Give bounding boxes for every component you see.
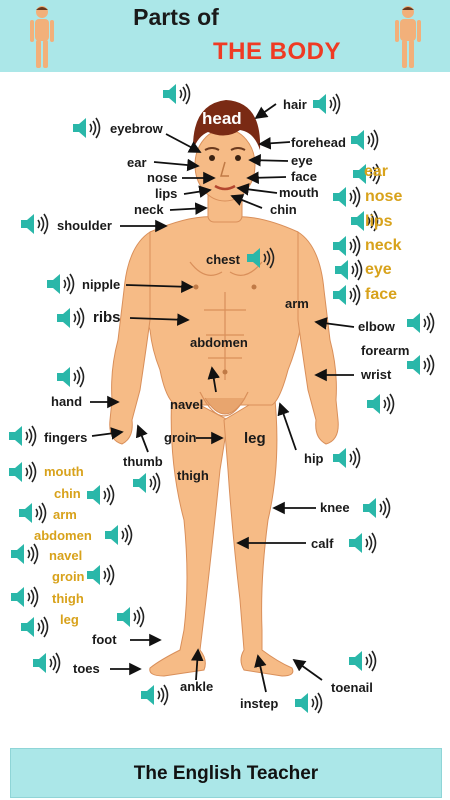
mini-figure-right-icon — [395, 6, 421, 68]
speaker-icon[interactable] — [84, 482, 118, 508]
speaker-icon[interactable] — [332, 257, 366, 283]
speaker-icon[interactable] — [310, 91, 344, 117]
speaker-icon[interactable] — [30, 650, 64, 676]
mini-figure-left-icon — [30, 6, 54, 68]
speaker-icon[interactable] — [130, 470, 164, 496]
label-toenail: toenail — [331, 680, 373, 695]
label-shoulder: shoulder — [57, 218, 112, 233]
label-eye: eye — [291, 153, 313, 168]
header-band: Parts of THE BODY — [0, 0, 450, 72]
review-left-navel: navel — [49, 548, 83, 563]
speaker-icon[interactable] — [364, 391, 398, 417]
label-head: head — [202, 109, 242, 128]
label-hip: hip — [304, 451, 324, 466]
label-neck: neck — [134, 202, 164, 217]
label-nipple: nipple — [82, 277, 121, 292]
label-abdomen: abdomen — [190, 335, 248, 350]
footer-text: The English Teacher — [133, 763, 319, 784]
speaker-icon[interactable] — [330, 445, 364, 471]
face-details — [204, 147, 246, 151]
label-lips: lips — [155, 186, 178, 201]
speaker-icon[interactable] — [8, 541, 42, 567]
label-ear: ear — [127, 155, 147, 170]
speaker-icon[interactable] — [8, 584, 42, 610]
speaker-icon[interactable] — [102, 522, 136, 548]
speaker-icon[interactable] — [350, 161, 384, 187]
label-eyebrow: eyebrow — [110, 121, 163, 136]
title-line-1: Parts of — [133, 4, 219, 30]
review-left-thigh: thigh — [52, 591, 84, 606]
review-left-chin: chin — [54, 486, 81, 501]
speaker-icon[interactable] — [360, 495, 394, 521]
label-knee: knee — [320, 500, 350, 515]
label-toes: toes — [73, 661, 100, 676]
label-fingers: fingers — [44, 430, 88, 445]
label-chin: chin — [270, 202, 297, 217]
speaker-icon[interactable] — [6, 423, 40, 449]
label-chest: chest — [206, 252, 240, 267]
review-left-mouth: mouth — [44, 464, 84, 479]
speaker-icon[interactable] — [54, 364, 88, 390]
review-left-abdomen: abdomen — [34, 528, 92, 543]
label-arm: arm — [285, 296, 309, 311]
speaker-icon[interactable] — [70, 115, 104, 141]
speaker-icon[interactable] — [54, 305, 88, 331]
review-left-groin: groin — [52, 569, 85, 584]
speaker-icon[interactable] — [404, 310, 438, 336]
review-left-arm: arm — [53, 507, 77, 522]
label-hand: hand — [51, 394, 83, 409]
speaker-icon[interactable] — [348, 208, 382, 234]
review-right-nose: nose — [365, 188, 403, 205]
speaker-icon[interactable] — [348, 127, 382, 153]
review-left-leg: leg — [60, 612, 79, 627]
label-calf: calf — [311, 536, 334, 551]
speaker-icon[interactable] — [404, 352, 438, 378]
label-forearm: forearm — [361, 343, 410, 358]
speaker-icon[interactable] — [114, 604, 148, 630]
footer-band: The English Teacher — [10, 748, 442, 798]
speaker-icon[interactable] — [330, 184, 364, 210]
label-mouth: mouth — [279, 185, 319, 200]
speaker-icon[interactable] — [6, 459, 40, 485]
label-foot: foot — [92, 632, 117, 647]
label-nose: nose — [147, 170, 178, 185]
review-right-face: face — [365, 286, 398, 303]
label-instep: instep — [240, 696, 279, 711]
label-elbow: elbow — [358, 319, 395, 334]
label-thigh: thigh — [177, 468, 209, 483]
speaker-icon[interactable] — [160, 81, 194, 107]
label-ribs: ribs — [93, 309, 121, 326]
speaker-icon[interactable] — [330, 282, 364, 308]
speaker-icon[interactable] — [44, 271, 78, 297]
speaker-icon[interactable] — [18, 211, 52, 237]
label-ankle: ankle — [180, 679, 214, 694]
speaker-icon[interactable] — [346, 530, 380, 556]
speaker-icon[interactable] — [346, 648, 380, 674]
speaker-icon[interactable] — [138, 682, 172, 708]
label-groin: groin — [164, 430, 197, 445]
label-face: face — [291, 169, 318, 184]
pointer-arrows — [90, 103, 355, 693]
review-right-lips: lips — [365, 213, 393, 230]
title-line-2: THE BODY — [212, 38, 341, 65]
review-right-eye: eye — [365, 261, 392, 278]
hair-shape — [192, 100, 261, 150]
label-navel: navel — [170, 397, 204, 412]
label-leg: leg — [244, 430, 266, 447]
speaker-icon[interactable] — [18, 614, 52, 640]
label-hair: hair — [283, 97, 307, 112]
speaker-icon[interactable] — [330, 233, 364, 259]
label-thumb: thumb — [123, 454, 163, 469]
speaker-icon[interactable] — [244, 245, 278, 271]
label-forehead: forehead — [291, 135, 346, 150]
speaker-icon[interactable] — [292, 690, 326, 716]
review-right-neck: neck — [365, 237, 402, 254]
label-wrist: wrist — [361, 367, 392, 382]
speaker-icon[interactable] — [16, 500, 50, 526]
speaker-icon[interactable] — [84, 562, 118, 588]
review-right-ear: ear — [364, 163, 389, 180]
